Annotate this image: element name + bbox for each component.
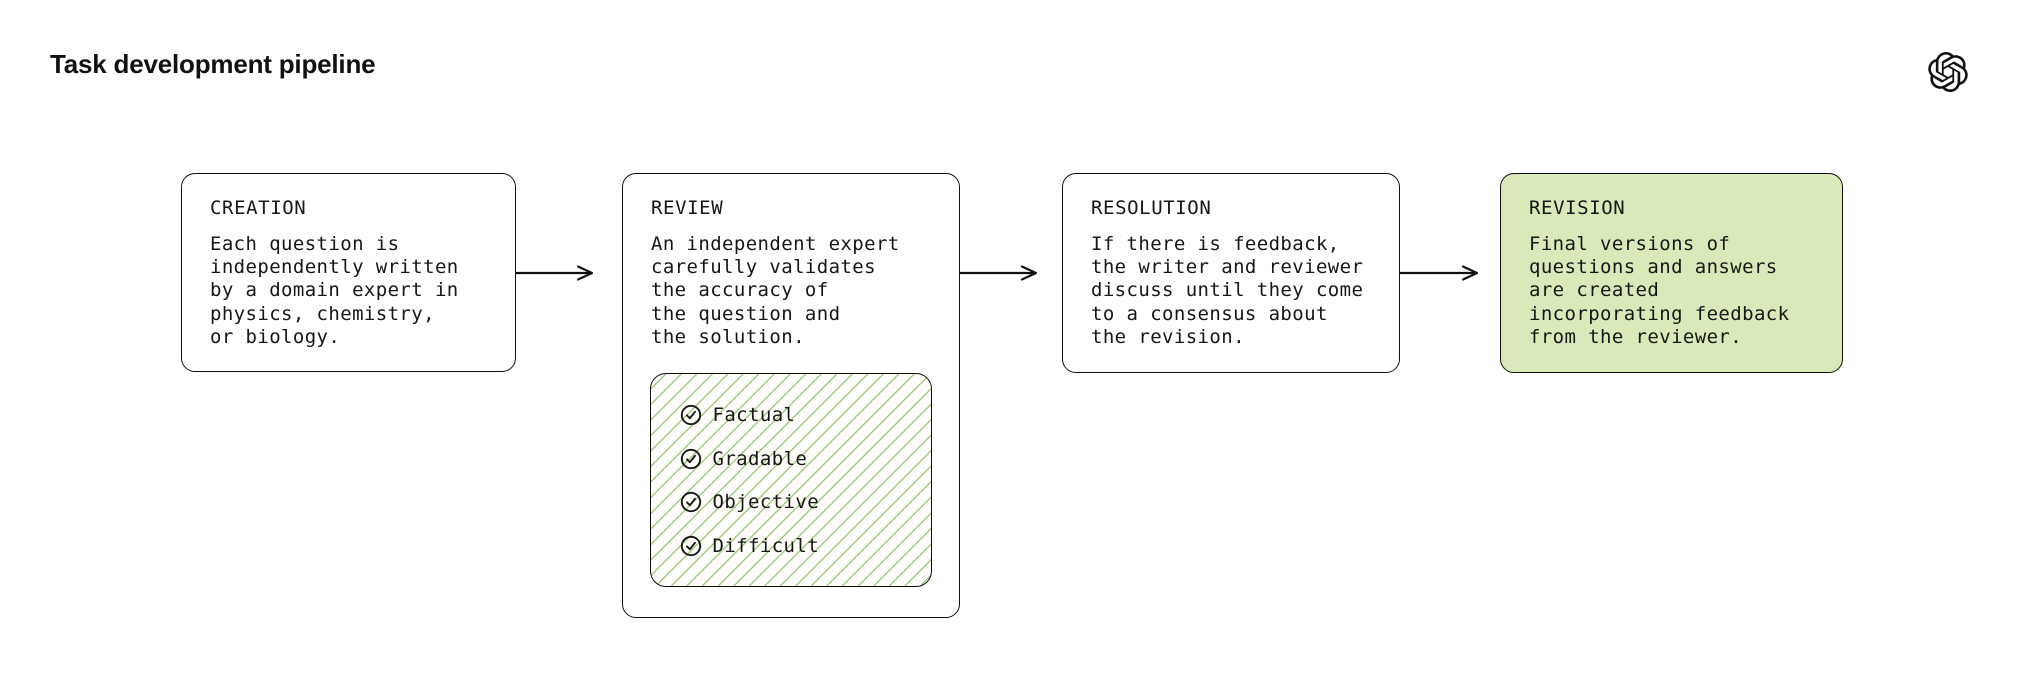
stage-card-revision: REVISION Final versions of questions and… [1500,173,1843,373]
stage-title: REVISION [1529,197,1626,219]
checklist-item-label: Gradable [712,447,808,470]
stage-description: Final versions of questions and answers … [1529,233,1790,348]
stage-title: CREATION [210,197,307,219]
stage-description: An independent expert carefully validate… [651,233,900,348]
checklist-item-label: Difficult [712,534,820,557]
flow-arrow-icon [959,265,1038,281]
stage-title: RESOLUTION [1091,197,1212,219]
checklist-item: Gradable [680,437,931,481]
stage-description: If there is feedback, the writer and rev… [1091,233,1364,348]
stage-title: REVIEW [651,197,724,219]
checklist-item: Factual [680,394,931,438]
check-circle-icon [680,535,701,556]
stage-description: Each question is independently written b… [210,233,459,348]
flow-arrow-icon [1400,265,1479,281]
stage-card-review: REVIEW An independent expert carefully v… [622,173,960,618]
checklist-item-label: Objective [712,491,820,514]
checklist-item-label: Factual [712,404,796,427]
review-criteria-checklist: Factual Gradable Objective [649,372,932,587]
checklist-item: Objective [680,481,931,525]
openai-logo-icon [1928,52,1968,92]
stage-card-creation: CREATION Each question is independently … [181,173,516,372]
stage-card-resolution: RESOLUTION If there is feedback, the wri… [1062,173,1400,373]
flow-arrow-icon [515,265,594,281]
check-circle-icon [680,405,701,426]
page-title: Task development pipeline [50,49,376,79]
check-circle-icon [680,448,701,469]
checklist-item: Difficult [680,524,931,568]
check-circle-icon [680,492,701,513]
